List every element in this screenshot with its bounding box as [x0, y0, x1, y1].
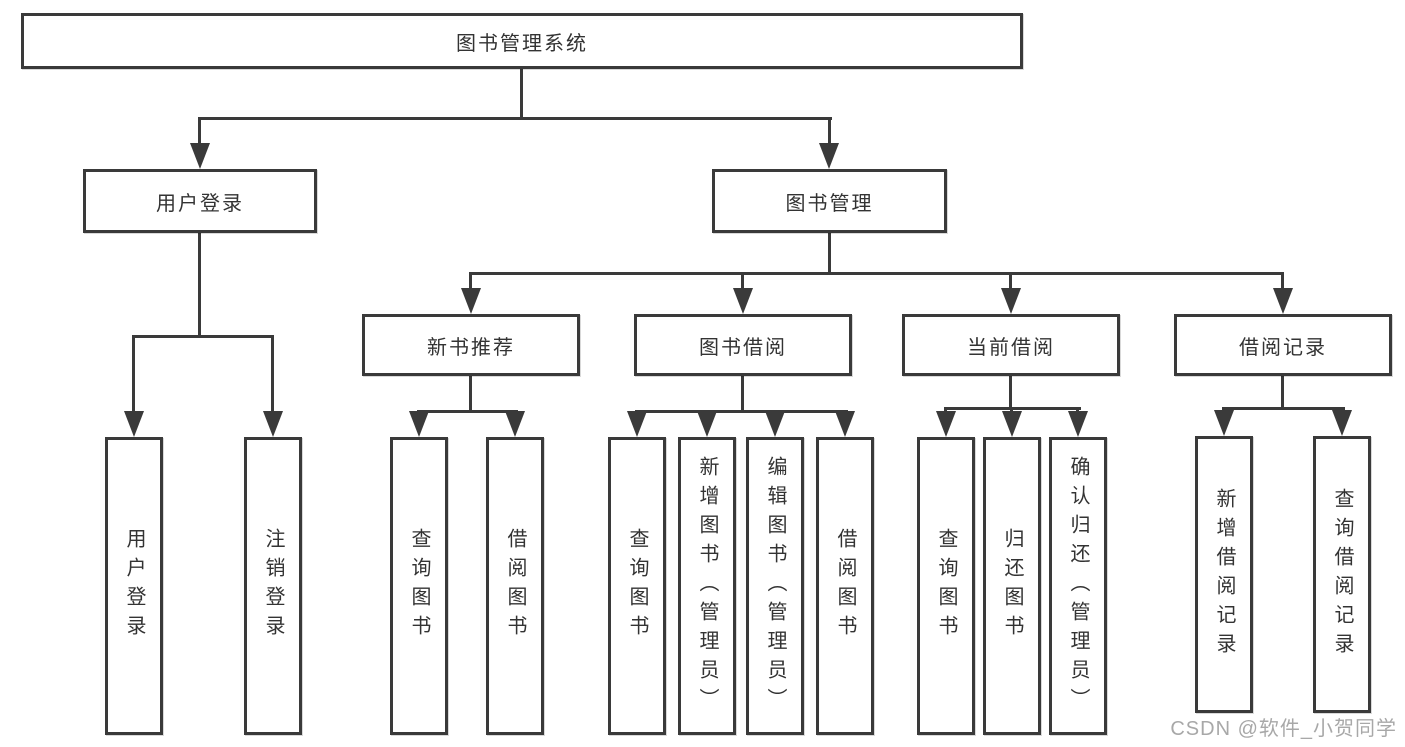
leaf-confirm-return-admin-label: 确认归还（管理员） [1067, 455, 1089, 717]
leaf-query-books-3: 查询图书 [917, 437, 975, 735]
leaf-query-books-1-label: 查询图书 [408, 528, 430, 644]
leaf-user-login-label: 用户登录 [123, 528, 145, 644]
leaf-add-book-admin-label: 新增图书（管理员） [696, 455, 718, 717]
arrow-to-query-borrow-record [1332, 410, 1352, 436]
leaf-query-books-3-label: 查询图书 [935, 528, 957, 644]
node-book-borrow-label: 图书借阅 [699, 336, 787, 359]
leaf-edit-book-admin-label: 编辑图书（管理员） [764, 455, 786, 717]
connector-root-drop-left [198, 117, 201, 145]
connector-mgmt-drop-1 [469, 272, 472, 290]
arrow-to-query-books-3 [936, 411, 956, 437]
connector-root-drop-right [828, 117, 831, 145]
connector-root-stem [520, 69, 523, 117]
connector-borrow-stem [741, 376, 744, 412]
node-book-management-label: 图书管理 [785, 192, 874, 215]
leaf-query-borrow-record-label: 查询借阅记录 [1331, 487, 1353, 662]
connector-login-stem [198, 233, 201, 337]
node-current-borrow: 当前借阅 [902, 314, 1120, 376]
leaf-add-book-admin: 新增图书（管理员） [678, 437, 736, 735]
leaf-return-book-label: 归还图书 [1001, 528, 1023, 644]
connector-login-drop-1 [132, 335, 135, 413]
arrow-to-return-book [1002, 411, 1022, 437]
arrow-to-leaf-user-login [124, 411, 144, 437]
node-system-root: 图书管理系统 [21, 13, 1023, 69]
leaf-query-books-1: 查询图书 [390, 437, 448, 735]
connector-recommend-bar [417, 410, 518, 413]
arrow-to-borrow-books-2 [835, 411, 855, 437]
arrow-to-user-login [190, 143, 210, 169]
node-borrow-records: 借阅记录 [1174, 314, 1392, 376]
node-borrow-records-label: 借阅记录 [1239, 336, 1327, 359]
leaf-add-borrow-record-label: 新增借阅记录 [1213, 487, 1235, 662]
node-book-borrow: 图书借阅 [634, 314, 852, 376]
node-book-management: 图书管理 [712, 169, 947, 233]
arrow-to-confirm-return [1068, 411, 1088, 437]
arrow-to-query-books-2 [627, 411, 647, 437]
node-system-root-label: 图书管理系统 [456, 32, 588, 55]
node-new-book-recommend-label: 新书推荐 [427, 336, 515, 359]
leaf-query-books-2: 查询图书 [608, 437, 666, 735]
leaf-query-books-2-label: 查询图书 [626, 528, 648, 644]
arrow-to-add-book [697, 411, 717, 437]
arrow-to-new-book-recommend [461, 288, 481, 314]
connector-login-drop-2 [271, 335, 274, 413]
leaf-query-borrow-record: 查询借阅记录 [1313, 436, 1371, 713]
node-user-login-label: 用户登录 [156, 192, 244, 215]
connector-mgmt-drop-4 [1281, 272, 1284, 290]
connector-login-bar [132, 335, 274, 338]
arrow-to-leaf-logout [263, 411, 283, 437]
leaf-logout: 注销登录 [244, 437, 302, 735]
connector-root-bar [198, 117, 832, 120]
arrow-to-borrow-records [1273, 288, 1293, 314]
connector-current-stem [1009, 376, 1012, 410]
connector-borrow-bar [635, 410, 848, 413]
leaf-edit-book-admin: 编辑图书（管理员） [746, 437, 804, 735]
connector-mgmt-drop-2 [741, 272, 744, 290]
connector-recommend-stem [469, 376, 472, 412]
node-current-borrow-label: 当前借阅 [967, 336, 1055, 359]
arrow-to-book-management [819, 143, 839, 169]
leaf-add-borrow-record: 新增借阅记录 [1195, 436, 1253, 713]
arrow-to-edit-book [765, 411, 785, 437]
leaf-return-book: 归还图书 [983, 437, 1041, 735]
csdn-watermark: CSDN @软件_小贺同学 [1170, 718, 1397, 740]
leaf-confirm-return-admin: 确认归还（管理员） [1049, 437, 1107, 735]
leaf-borrow-books-2-label: 借阅图书 [834, 528, 856, 644]
connector-mgmt-drop-3 [1009, 272, 1012, 290]
node-new-book-recommend: 新书推荐 [362, 314, 580, 376]
arrow-to-borrow-books-1 [505, 411, 525, 437]
arrow-to-book-borrow [733, 288, 753, 314]
leaf-logout-label: 注销登录 [262, 528, 284, 644]
leaf-borrow-books-1: 借阅图书 [486, 437, 544, 735]
connector-mgmt-stem [828, 233, 831, 274]
connector-mgmt-bar [469, 272, 1284, 275]
arrow-to-add-borrow-record [1214, 410, 1234, 436]
arrow-to-query-books-1 [409, 411, 429, 437]
node-user-login: 用户登录 [83, 169, 317, 233]
leaf-user-login: 用户登录 [105, 437, 163, 735]
connector-records-bar [1222, 407, 1345, 410]
connector-records-stem [1281, 376, 1284, 410]
arrow-to-current-borrow [1001, 288, 1021, 314]
leaf-borrow-books-1-label: 借阅图书 [504, 528, 526, 644]
leaf-borrow-books-2: 借阅图书 [816, 437, 874, 735]
